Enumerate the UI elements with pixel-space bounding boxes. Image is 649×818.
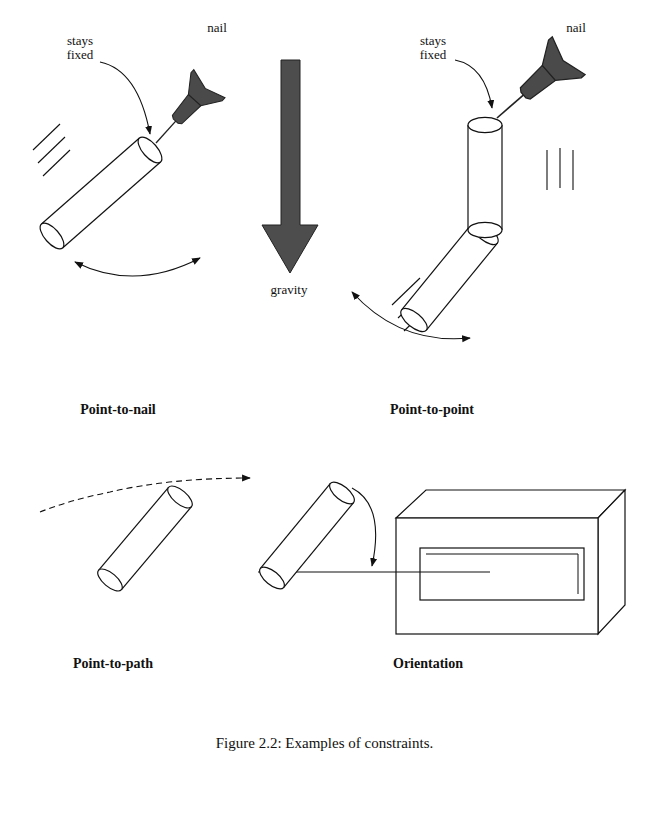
panel-title: Point-to-nail — [80, 402, 155, 417]
cylinder-end — [36, 219, 68, 253]
cylinder — [94, 482, 196, 595]
slot-depth — [426, 554, 578, 594]
swing-arrow — [352, 292, 470, 339]
cylinder-end — [164, 482, 196, 512]
leader-arrow — [100, 62, 150, 134]
cylinder-side — [63, 162, 161, 248]
figure-caption: Figure 2.2: Examples of constraints. — [0, 735, 649, 752]
cylinder-side — [426, 243, 497, 330]
annotation: stays fixed — [420, 34, 447, 63]
cylinder-side — [501, 125, 502, 230]
cylinder-end — [397, 304, 431, 335]
cylinder-end — [468, 222, 502, 237]
box-side — [598, 490, 625, 634]
nail-head — [532, 37, 585, 92]
rotate-arrow — [352, 488, 376, 566]
cylinder-side — [467, 125, 468, 230]
leader-arrow — [455, 60, 492, 108]
box-slot — [420, 548, 584, 600]
cylinder-body — [468, 125, 502, 230]
nail-symbol — [481, 37, 586, 137]
cylinder — [397, 217, 502, 335]
cylinder-side — [260, 483, 330, 568]
cylinder-side — [99, 487, 169, 570]
nail-head — [179, 70, 225, 114]
nail-pin — [156, 120, 177, 143]
cylinder-side — [41, 138, 139, 224]
cylinder — [36, 133, 166, 253]
nail-symbol — [140, 70, 225, 157]
nail-label: nail — [566, 21, 586, 35]
motion-hatch — [546, 150, 547, 190]
gravity-arrow — [262, 60, 318, 273]
cylinder-side — [284, 503, 354, 588]
force-label: gravity — [271, 283, 308, 297]
panel-title: Point-to-path — [73, 656, 153, 671]
panel-title: Orientation — [393, 656, 463, 671]
nail-pin — [497, 93, 525, 118]
swing-arrow — [75, 258, 200, 276]
cylinder — [256, 478, 358, 592]
motion-hatch — [572, 150, 573, 190]
cylinder-end — [326, 478, 358, 507]
cylinder-end — [256, 563, 288, 592]
annotation: stays fixed — [67, 34, 94, 63]
path-line — [40, 478, 250, 512]
motion-hatch — [559, 148, 560, 188]
cylinder-end — [94, 565, 126, 595]
nail-label: nail — [207, 21, 227, 35]
panel-title: Point-to-point — [390, 402, 474, 417]
cylinder — [468, 117, 502, 237]
motion-hatch — [43, 150, 70, 176]
cylinder-side — [121, 507, 191, 590]
cylinder-side — [402, 223, 473, 310]
box-front — [396, 518, 598, 634]
slotted-box — [396, 490, 625, 634]
cylinder-end — [468, 117, 502, 132]
box-top — [396, 490, 625, 518]
cylinder-body — [41, 138, 160, 248]
